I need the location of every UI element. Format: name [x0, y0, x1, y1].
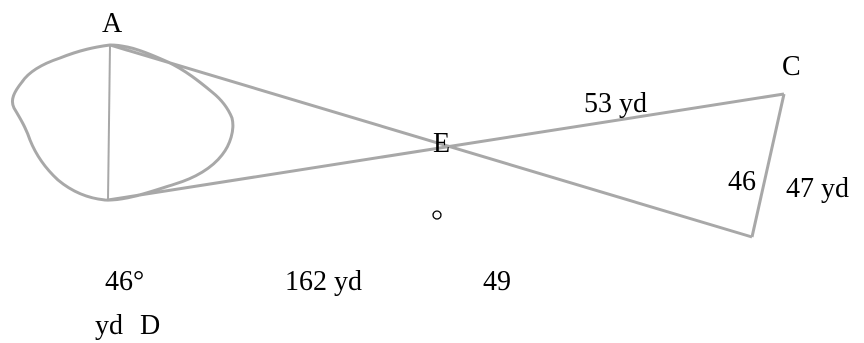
point-label-a: A — [102, 8, 123, 39]
length-label-53: 53 yd — [584, 88, 647, 119]
unit-label-yd: yd — [95, 310, 123, 341]
length-label-47: 47 yd — [786, 173, 849, 204]
segment-a-e-b — [109, 43, 753, 239]
side-label-46: 46 — [728, 166, 756, 197]
point-label-c: C — [782, 51, 801, 82]
point-label-d: D — [140, 310, 161, 341]
value-label-49: 49 — [483, 266, 511, 297]
angle-label-46: 46° — [105, 266, 145, 297]
segment-d-e-c — [107, 92, 785, 202]
point-label-e: E — [433, 128, 451, 159]
pond-outline — [10, 43, 235, 202]
segment-c-b — [750, 93, 786, 238]
segment-ad — [107, 44, 111, 201]
length-label-162: 162 yd — [285, 266, 362, 297]
small-circle-marker — [432, 210, 442, 220]
